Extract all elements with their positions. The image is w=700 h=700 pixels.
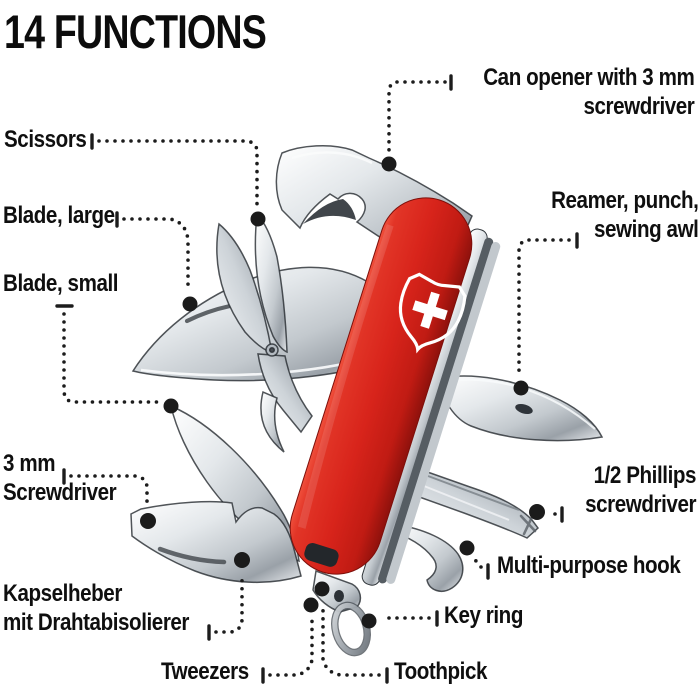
anchor-blade-large bbox=[182, 296, 198, 312]
label-phillips-screwdriver: 1/2 Phillips screwdriver bbox=[585, 462, 696, 519]
label-blade-large: Blade, large bbox=[3, 202, 115, 231]
anchor-key-ring bbox=[361, 613, 377, 629]
leader-3mm bbox=[69, 474, 149, 509]
label-scissors: Scissors bbox=[4, 126, 87, 155]
label-line: Kapselheber bbox=[3, 580, 122, 607]
nail-nick bbox=[184, 303, 233, 324]
anchor-reamer bbox=[513, 380, 529, 396]
page-title: 14 FUNCTIONS bbox=[4, 5, 267, 58]
label-line: Blade, large bbox=[3, 202, 115, 229]
anchor-dots bbox=[140, 156, 545, 629]
anchor-kapselheber bbox=[234, 552, 250, 568]
leader-blade-large bbox=[122, 217, 190, 292]
label-3mm-screwdriver: 3 mm Screwdriver bbox=[3, 450, 117, 507]
label-line: Can opener with 3 mm bbox=[482, 64, 695, 91]
anchor-can-opener bbox=[381, 156, 397, 172]
wire-stripper-notch bbox=[157, 546, 227, 565]
key-ring-assembly bbox=[312, 569, 371, 657]
label-line: Toothpick bbox=[394, 658, 488, 685]
label-reamer: Reamer, punch, sewing awl bbox=[550, 187, 699, 244]
leader-blade-small bbox=[62, 312, 159, 404]
anchor-hook bbox=[459, 540, 475, 556]
reamer-tool bbox=[436, 375, 604, 442]
anchor-tweezers bbox=[303, 597, 319, 613]
victorinox-shield-logo bbox=[398, 272, 467, 354]
anchor-3mm bbox=[140, 513, 156, 529]
label-line: screwdriver bbox=[585, 490, 696, 518]
label-toothpick: Toothpick bbox=[394, 658, 487, 687]
leader-tweezers bbox=[268, 617, 314, 677]
anchor-blade-small bbox=[163, 398, 179, 414]
leader-lines bbox=[55, 74, 579, 684]
label-line: mit Drahtabisolierer bbox=[3, 608, 190, 636]
label-multi-purpose-hook: Multi-purpose hook bbox=[497, 552, 681, 581]
anchor-scissors bbox=[250, 211, 266, 227]
sewing-eye bbox=[515, 404, 533, 414]
label-can-opener: Can opener with 3 mm screwdriver bbox=[482, 64, 695, 121]
cap-lifter-tool bbox=[130, 500, 302, 584]
label-line: screwdriver bbox=[583, 92, 694, 120]
leader-toothpick bbox=[321, 602, 381, 677]
label-line: Tweezers bbox=[161, 658, 249, 685]
leader-reamer bbox=[517, 238, 571, 376]
label-blade-small: Blade, small bbox=[3, 270, 118, 299]
label-line: Reamer, punch, bbox=[550, 187, 699, 214]
multi-purpose-hook-tool bbox=[389, 523, 464, 592]
handle-bottom-slot bbox=[304, 542, 339, 567]
label-tweezers: Tweezers bbox=[161, 658, 249, 687]
label-line: Multi-purpose hook bbox=[497, 552, 681, 579]
swiss-cross-icon bbox=[412, 291, 448, 329]
label-line: Blade, small bbox=[3, 270, 119, 297]
red-handle-scale bbox=[289, 197, 473, 575]
knife-handle-group bbox=[289, 197, 501, 586]
label-kapselheber: Kapselheber mit Drahtabisolierer bbox=[3, 580, 189, 637]
leader-scissors bbox=[97, 139, 259, 208]
leader-hook bbox=[469, 553, 483, 569]
anchor-toothpick bbox=[314, 581, 330, 597]
label-key-ring: Key ring bbox=[444, 602, 523, 631]
label-line: 1/2 Phillips bbox=[593, 462, 697, 489]
phillips-screwdriver-tool bbox=[396, 462, 540, 539]
leader-kapselheber bbox=[214, 575, 244, 634]
scissors-tool bbox=[216, 212, 313, 453]
label-line: Screwdriver bbox=[3, 478, 117, 506]
label-line: Key ring bbox=[444, 602, 523, 629]
anchor-phillips bbox=[529, 504, 545, 520]
label-line: 3 mm bbox=[3, 450, 56, 477]
leader-can-opener bbox=[387, 80, 447, 152]
label-line: sewing awl bbox=[593, 215, 699, 243]
label-line: Scissors bbox=[4, 126, 87, 153]
phillips-cross-tip bbox=[519, 514, 537, 536]
